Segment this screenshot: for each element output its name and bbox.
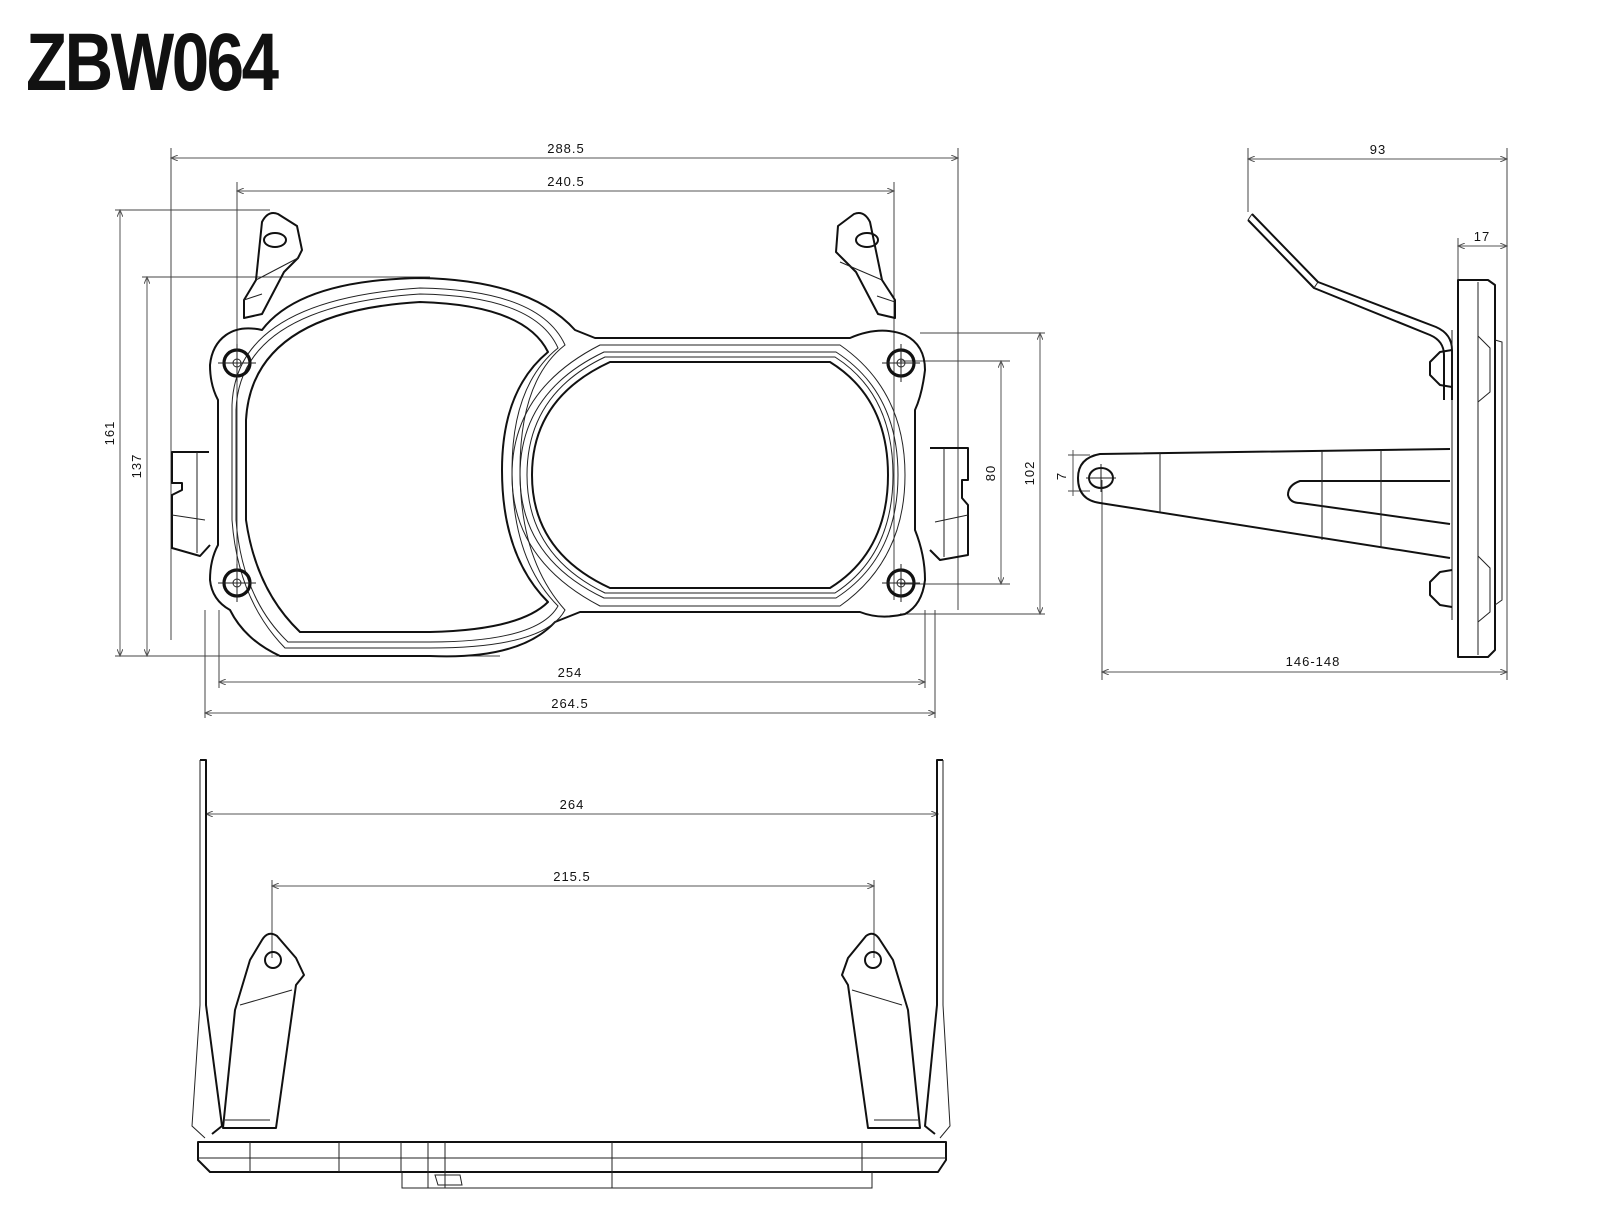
mount-hole-top-right bbox=[882, 344, 920, 382]
dim-overall-height: 161 bbox=[102, 421, 117, 446]
dim-bracket-hole-span: 215.5 bbox=[553, 869, 591, 884]
bottom-outer-walls bbox=[191, 759, 951, 1139]
dim-slot-width: 7 bbox=[1054, 472, 1069, 480]
dim-arm-length: 146-148 bbox=[1286, 654, 1341, 669]
mount-hole-top-left bbox=[218, 344, 256, 382]
bottom-base-plate bbox=[197, 1141, 947, 1189]
dim-outer-width: 264 bbox=[560, 797, 585, 812]
right-side-clip bbox=[929, 447, 969, 561]
dim-plate-thickness: 17 bbox=[1474, 229, 1490, 244]
left-upper-bracket bbox=[243, 212, 303, 319]
side-mounting-plate bbox=[1429, 279, 1503, 658]
dim-overall-width: 288.5 bbox=[547, 141, 585, 156]
side-lower-arm bbox=[1077, 448, 1451, 559]
dim-depth: 93 bbox=[1370, 142, 1386, 157]
side-view: 93 17 7 146-148 bbox=[1054, 142, 1507, 680]
side-upper-arm bbox=[1247, 213, 1453, 400]
dim-frame-height: 137 bbox=[129, 454, 144, 479]
front-view: 288.5 240.5 161 137 254 264.5 80 102 bbox=[102, 141, 1045, 718]
mount-hole-bottom-right bbox=[882, 564, 920, 602]
dim-mount-width-outer: 264.5 bbox=[551, 696, 589, 711]
dim-mount-height: 102 bbox=[1022, 461, 1037, 486]
bottom-left-bracket bbox=[222, 932, 305, 1129]
bottom-view: 264 215.5 bbox=[191, 759, 951, 1189]
bottom-right-bracket bbox=[841, 932, 921, 1129]
right-upper-bracket bbox=[835, 212, 896, 319]
left-side-clip bbox=[171, 451, 211, 557]
dim-mount-width-inner: 254 bbox=[558, 665, 583, 680]
dim-bracket-span: 240.5 bbox=[547, 174, 585, 189]
part-number-title: ZBW064 bbox=[26, 17, 279, 108]
dim-hole-spacing: 80 bbox=[983, 465, 998, 481]
mount-hole-bottom-left bbox=[218, 564, 256, 602]
headlight-guard-frame bbox=[209, 277, 926, 658]
